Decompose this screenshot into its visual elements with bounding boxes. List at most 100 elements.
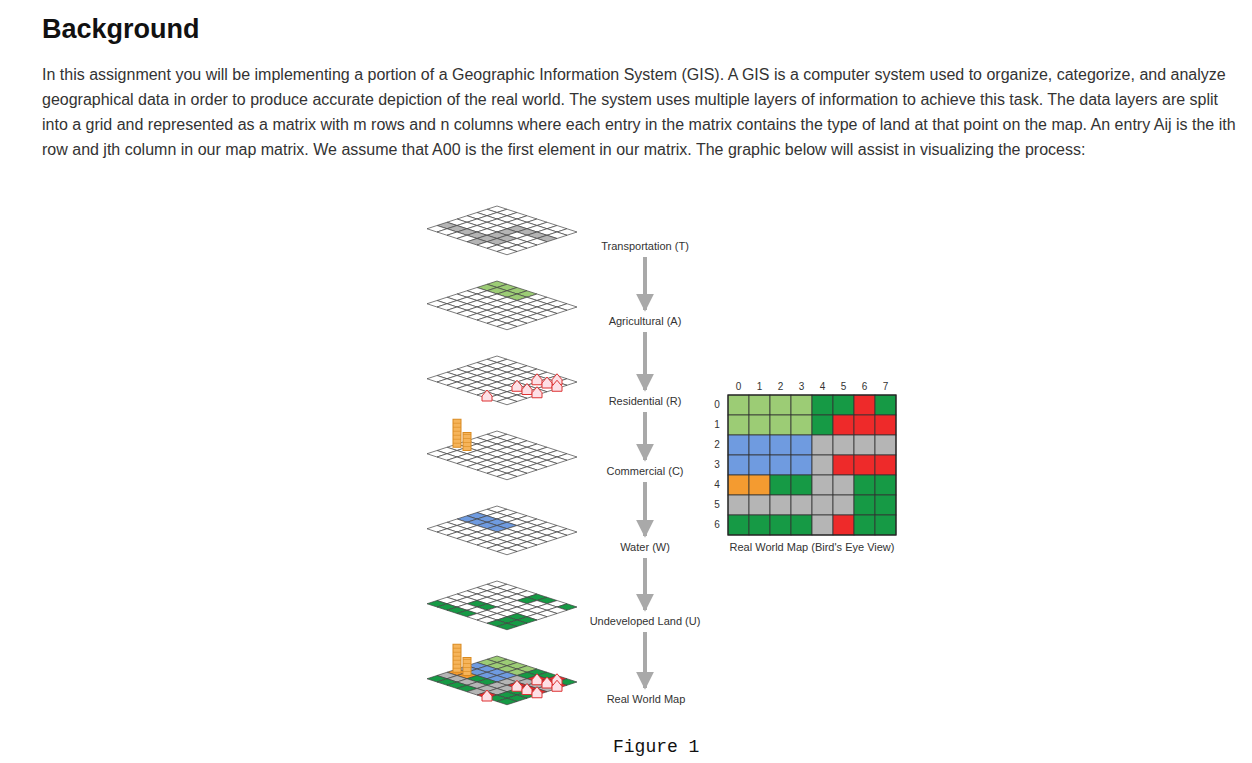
map-cell (749, 415, 770, 435)
map-cell (749, 395, 770, 415)
map-cell (812, 455, 833, 475)
layer-label: Residential (R) (606, 393, 685, 409)
flow-arrow (643, 558, 647, 610)
building-stripe (453, 656, 461, 657)
iso-layer (427, 206, 577, 255)
index-number: 2 (778, 381, 784, 392)
building-stripe (453, 427, 461, 428)
map-cell (791, 475, 812, 495)
map-cell (833, 495, 854, 515)
house-icon (532, 387, 542, 398)
layer-label: Transportation (T) (598, 238, 692, 254)
building-icon (453, 644, 461, 672)
map-cell (770, 415, 791, 435)
iso-cell (497, 698, 517, 705)
layer-name: Agricultural (A) (609, 315, 682, 327)
building-stripe (453, 423, 461, 424)
layer-name: Commercial (C) (607, 465, 684, 477)
house-icon (532, 674, 542, 685)
map-cell (728, 515, 749, 535)
index-number: 1 (757, 381, 763, 392)
map-cell (875, 395, 896, 415)
index-number: 7 (883, 381, 889, 392)
map-cell (854, 475, 875, 495)
flow-arrow (643, 332, 647, 390)
house-icon (512, 380, 522, 391)
map-cell (770, 455, 791, 475)
map-cell (812, 415, 833, 435)
building-stripe (453, 443, 461, 444)
flow-arrow (643, 257, 647, 310)
map-cell (833, 475, 854, 495)
layer-name: Real World Map (607, 693, 686, 705)
map-cell (791, 495, 812, 515)
map-cell (875, 515, 896, 535)
layer-label: Water (W) (617, 539, 673, 555)
layer-label: Real World Map (604, 691, 689, 707)
map-cell (749, 455, 770, 475)
layer-label: Undeveloped Land (U) (587, 613, 704, 629)
map-cell (854, 395, 875, 415)
iso-cell (497, 623, 517, 630)
building-stripe (453, 648, 461, 649)
map-cell (875, 415, 896, 435)
map-cell (728, 455, 749, 475)
building-icon (463, 658, 471, 676)
index-number: 3 (714, 459, 720, 470)
building-icon (453, 419, 461, 447)
building-stripe (453, 660, 461, 661)
index-number: 2 (714, 439, 720, 450)
map-cell (749, 515, 770, 535)
layer-label: Commercial (C) (604, 463, 687, 479)
map-cell (770, 515, 791, 535)
map-cell (749, 475, 770, 495)
building-stripe (463, 659, 471, 660)
map-cell (791, 455, 812, 475)
index-number: 4 (820, 381, 826, 392)
house-icon (512, 680, 522, 691)
building-stripe (453, 435, 461, 436)
map-cell (875, 435, 896, 455)
index-number: 5 (841, 381, 847, 392)
map-cell (791, 435, 812, 455)
map-border (728, 395, 896, 535)
house-icon (552, 680, 562, 691)
building-stripe (463, 663, 471, 664)
flow-arrow (643, 482, 647, 536)
layer-name: Residential (R) (609, 395, 682, 407)
iso-layer (427, 419, 577, 480)
map-cell (833, 395, 854, 415)
index-number: 0 (714, 399, 720, 410)
map-cell (770, 475, 791, 495)
index-number: 6 (714, 519, 720, 530)
flow-arrow (643, 412, 647, 460)
index-number: 5 (714, 499, 720, 510)
flow-arrow (643, 632, 647, 688)
map-cell (791, 515, 812, 535)
iso-layer (427, 581, 577, 630)
building-stripe (463, 442, 471, 443)
layer-name: Transportation (T) (601, 240, 689, 252)
map-cell (770, 435, 791, 455)
map-cell (728, 395, 749, 415)
index-number: 1 (714, 419, 720, 430)
house-icon (522, 684, 532, 695)
map-caption: Real World Map (Bird's Eye View) (722, 541, 902, 554)
building-stripe (463, 438, 471, 439)
iso-cell (497, 323, 517, 330)
map-cell (812, 495, 833, 515)
map-cell (812, 515, 833, 535)
map-cell (791, 395, 812, 415)
iso-cell (497, 548, 517, 555)
map-cell (770, 495, 791, 515)
layer-name: Undeveloped Land (U) (590, 615, 701, 627)
building-stripe (463, 434, 471, 435)
heading: Background (42, 14, 200, 45)
layer-name: Water (W) (620, 541, 670, 553)
map-cell (833, 435, 854, 455)
map-cell (833, 455, 854, 475)
map-cell (812, 435, 833, 455)
building-stripe (463, 446, 471, 447)
